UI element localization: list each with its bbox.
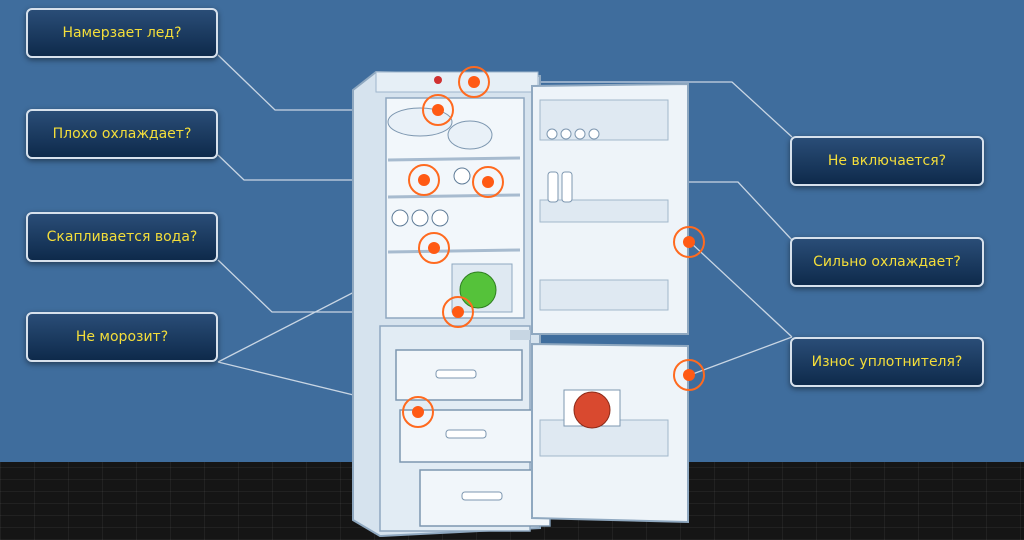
hotspot-ice-1[interactable] xyxy=(458,66,490,98)
callout-not-turning-on-label: Не включается? xyxy=(827,153,947,169)
callout-not-freezing[interactable]: Не морозит? xyxy=(26,312,218,362)
callout-ice-label: Намерзает лед? xyxy=(62,25,182,41)
callout-over-cooling-label: Сильно охлаждает? xyxy=(813,254,961,270)
callout-not-turning-on[interactable]: Не включается? xyxy=(790,136,984,186)
fridge-body xyxy=(352,70,551,538)
callout-ice[interactable]: Намерзает лед? xyxy=(26,8,218,58)
callout-poor-cooling-label: Плохо охлаждает? xyxy=(52,126,192,142)
callout-seal-wear-label: Износ уплотнителя? xyxy=(811,354,963,370)
callout-water-label: Скапливается вода? xyxy=(46,229,198,245)
hotspot-water[interactable] xyxy=(418,232,450,264)
hotspot-freezer[interactable] xyxy=(402,396,434,428)
pizza xyxy=(573,391,611,429)
hotspot-door-lower[interactable] xyxy=(673,359,705,391)
callout-seal-wear[interactable]: Износ уплотнителя? xyxy=(790,337,984,387)
hotspot-door-upper[interactable] xyxy=(673,226,705,258)
hotspot-crisper[interactable] xyxy=(442,296,474,328)
lettuce xyxy=(459,271,497,309)
hotspot-cooling-2[interactable] xyxy=(472,166,504,198)
hotspot-markers xyxy=(402,66,705,428)
callout-poor-cooling[interactable]: Плохо охлаждает? xyxy=(26,109,218,159)
callout-water[interactable]: Скапливается вода? xyxy=(26,212,218,262)
callout-over-cooling[interactable]: Сильно охлаждает? xyxy=(790,237,984,287)
callout-not-freezing-label: Не морозит? xyxy=(75,329,169,345)
hotspot-ice-2[interactable] xyxy=(422,94,454,126)
thermostat-icon xyxy=(434,76,442,84)
hotspot-cooling-1[interactable] xyxy=(408,164,440,196)
fridge-doors xyxy=(531,82,689,524)
